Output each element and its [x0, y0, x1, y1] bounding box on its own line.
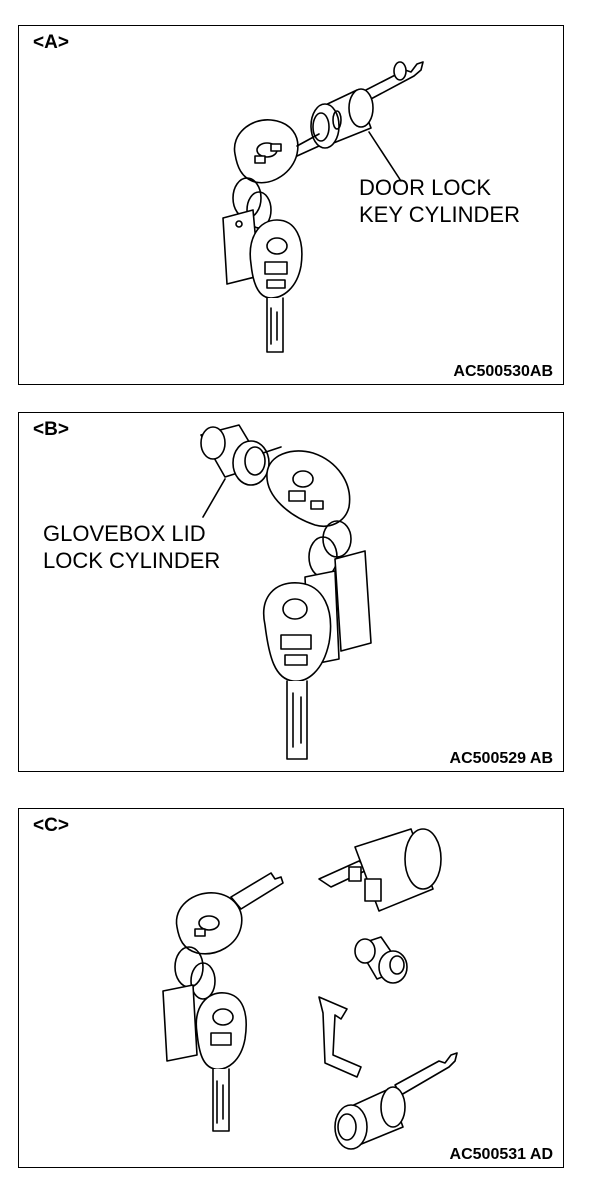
- lock-cylinder-set-illustration: [162, 828, 458, 1150]
- panel-b: <B>: [18, 412, 564, 772]
- panel-c-code: AC500531 AD: [449, 1146, 553, 1163]
- glovebox-leader-line: [202, 478, 226, 518]
- upper-key-fob-b: [266, 450, 351, 527]
- lower-key-fob-b: [262, 582, 332, 760]
- ignition-lock-cylinder: [318, 828, 442, 912]
- panel-c: <C>: [18, 808, 564, 1168]
- small-lock-cylinder: [354, 936, 408, 984]
- door-lock-key-cylinder: [310, 61, 424, 149]
- panel-b-code: AC500529 AB: [449, 750, 553, 767]
- panel-a-code: AC500530AB: [453, 363, 553, 380]
- door-lock-illustration: [222, 61, 424, 353]
- upper-key-fob: [233, 119, 320, 184]
- door-lock-cylinder-c: [334, 1052, 458, 1150]
- door-lock-callout: DOOR LOCK KEY CYLINDER: [359, 174, 520, 228]
- door-lock-callout-line2: KEY CYLINDER: [359, 202, 520, 227]
- glovebox-lid-lock-cylinder: [200, 424, 282, 486]
- door-lock-leader-line: [368, 131, 402, 182]
- glovebox-callout: GLOVEBOX LID LOCK CYLINDER: [43, 520, 220, 574]
- glovebox-callout-line1: GLOVEBOX LID: [43, 521, 206, 546]
- retainer-clip: [318, 996, 362, 1078]
- key-set-c: [162, 872, 284, 1132]
- panel-c-tag: <C>: [33, 815, 69, 836]
- panel-a-tag: <A>: [33, 32, 69, 53]
- panel-b-tag: <B>: [33, 419, 69, 440]
- glovebox-callout-line2: LOCK CYLINDER: [43, 548, 221, 573]
- lower-key-fob: [249, 219, 303, 353]
- panel-a: <A>: [18, 25, 564, 385]
- door-lock-callout-line1: DOOR LOCK: [359, 175, 492, 200]
- glovebox-lock-illustration: [200, 424, 372, 760]
